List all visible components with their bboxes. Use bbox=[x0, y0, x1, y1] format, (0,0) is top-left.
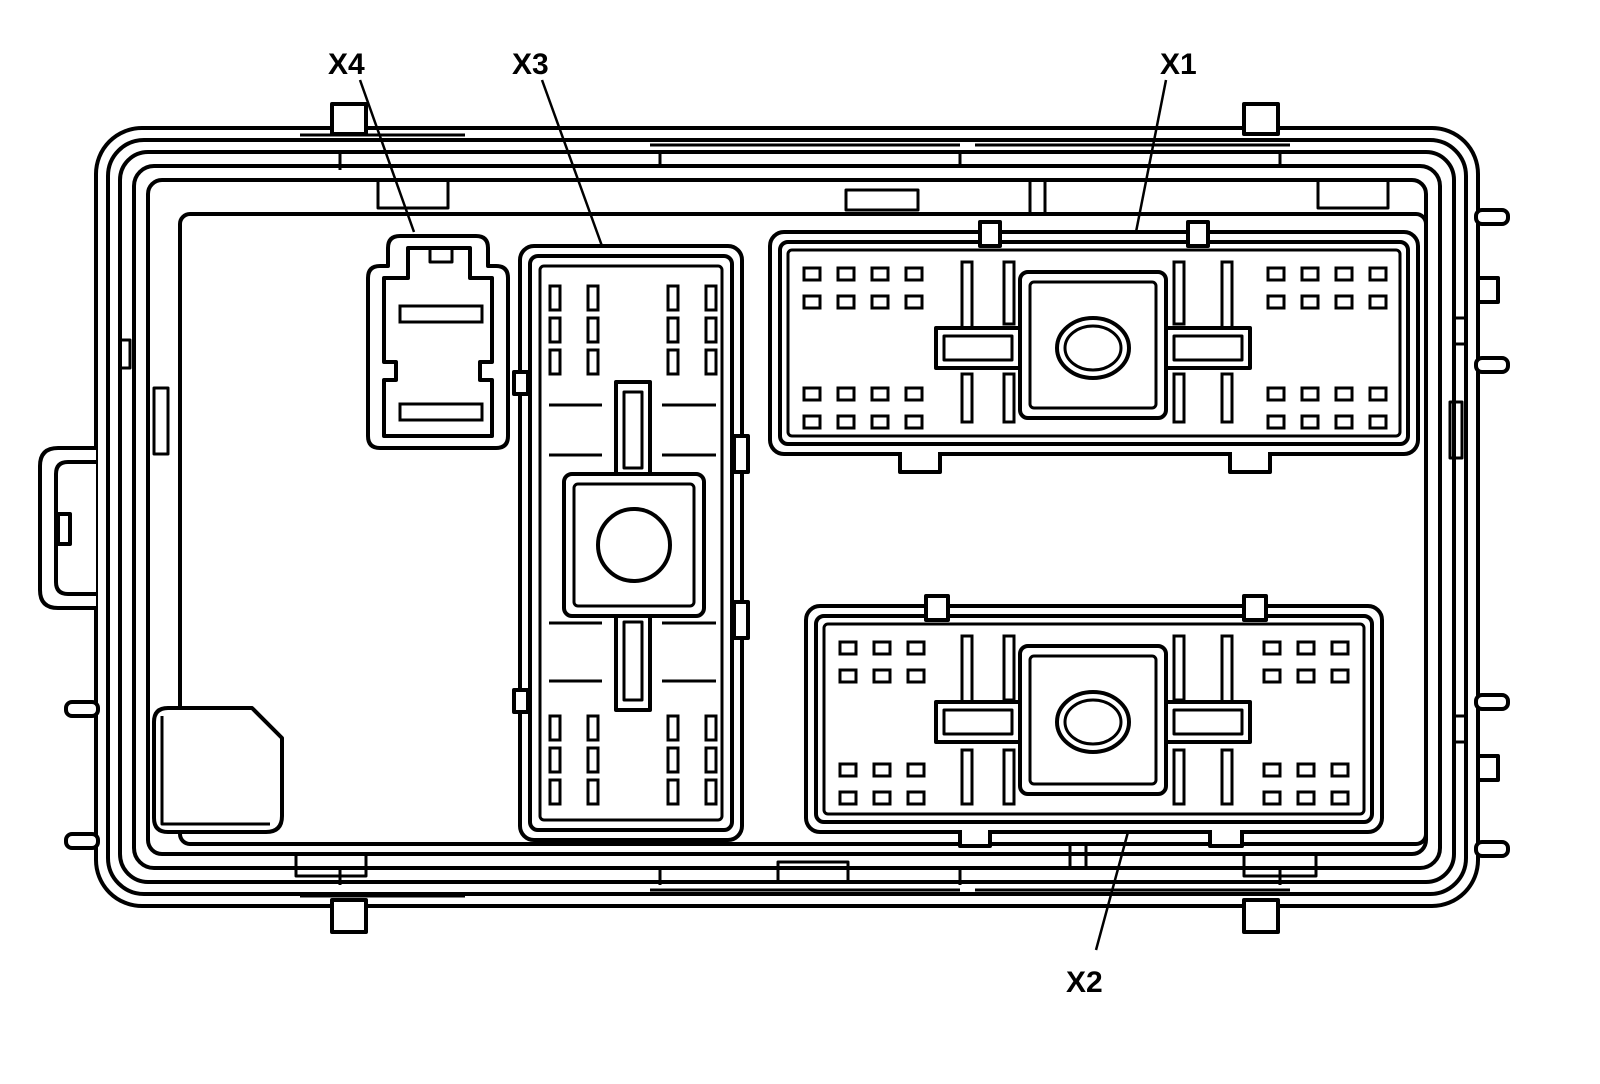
x2-pins bbox=[838, 640, 1350, 806]
x1-label: X1 bbox=[1160, 48, 1197, 81]
x1-leader bbox=[1134, 79, 1168, 233]
x3-pins bbox=[548, 284, 718, 806]
connector-x2 bbox=[804, 594, 1384, 848]
x4-label: X4 bbox=[328, 48, 365, 81]
connector-x3 bbox=[512, 244, 750, 842]
x3-label: X3 bbox=[512, 48, 549, 81]
x2-leader bbox=[1094, 831, 1130, 951]
x3-leader bbox=[540, 79, 604, 247]
callouts: X4 X3 X1 X2 bbox=[328, 48, 1197, 999]
x2-label: X2 bbox=[1066, 966, 1103, 999]
connector-x1 bbox=[768, 220, 1420, 474]
x1-pins bbox=[802, 266, 1388, 430]
connector-x4 bbox=[366, 234, 510, 450]
x4-leader bbox=[358, 79, 416, 233]
